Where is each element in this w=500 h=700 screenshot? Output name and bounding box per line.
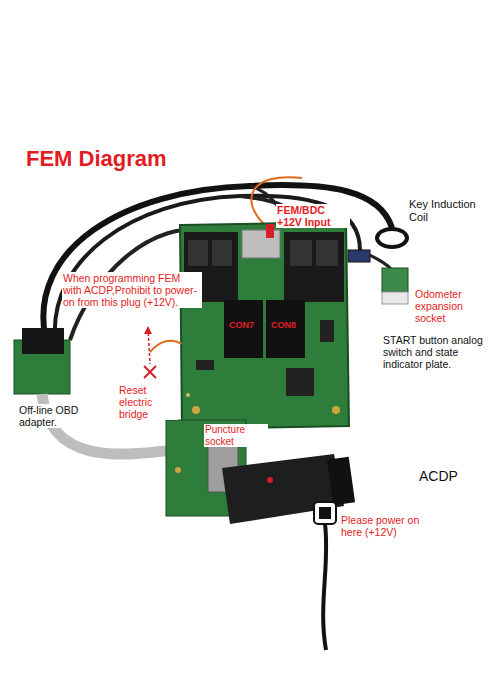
callout-label: Odometer expansion socket — [414, 288, 496, 324]
callout-label: CON8 — [270, 320, 297, 330]
callout-label: START button analog switch and state ind… — [382, 334, 496, 370]
callout-label: FEM/BDC +12V Input — [276, 204, 350, 228]
callout-label: Off-line OBD adapter. — [18, 404, 98, 428]
callout-label: Key Induction Coil — [408, 198, 495, 223]
callout-label: Reset electric bridge — [118, 384, 178, 420]
callout-label: Please power on here (+12V) — [340, 514, 442, 538]
diagram-title: FEM Diagram — [26, 146, 167, 171]
callout-label: Puncture socket — [204, 424, 268, 447]
callout-label: When programming FEM with ACDP,Prohibit … — [62, 272, 202, 308]
callout-label: CON7 — [228, 320, 255, 330]
callout-label: ACDP — [418, 468, 459, 484]
